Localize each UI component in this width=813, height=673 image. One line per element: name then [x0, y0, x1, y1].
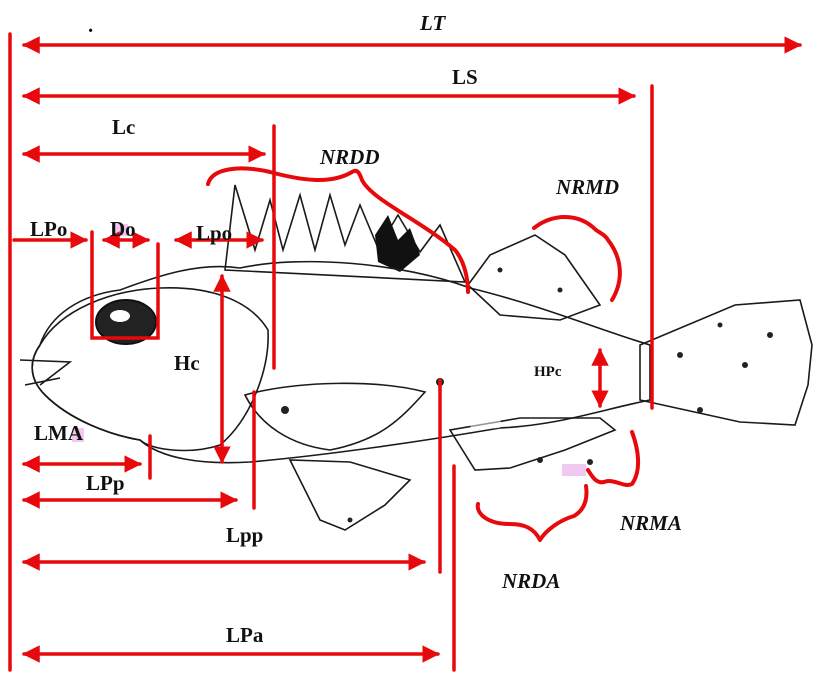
fish-mouth — [20, 360, 70, 385]
fish-eye-highlight — [110, 310, 130, 322]
label-lt: LT — [419, 11, 446, 35]
label-lc: Lc — [112, 115, 135, 139]
nrma-brace — [588, 432, 638, 485]
label-hpc: HPc — [534, 364, 562, 380]
body-spots — [281, 268, 773, 523]
label-nrdd: NRDD — [319, 145, 380, 169]
label-do: Do — [110, 217, 136, 241]
label-lma: LMA — [34, 421, 84, 445]
body-pale-band — [450, 290, 502, 430]
label-nrma: NRMA — [619, 511, 682, 535]
highlight-anal — [562, 464, 586, 476]
label-nrda: NRDA — [501, 569, 560, 593]
label-ls: LS — [452, 65, 478, 89]
dorsal-fin-blotch — [375, 215, 420, 272]
nrdd-brace — [208, 168, 468, 292]
nrda-brace — [478, 486, 587, 540]
label-lpo2: Lpo — [196, 221, 232, 245]
label-lpo: LPo — [30, 217, 67, 241]
soft-dorsal-fin — [468, 235, 600, 320]
spiny-dorsal-fin — [225, 185, 465, 282]
pectoral-fin — [245, 383, 425, 450]
scorpionfish-illustration — [20, 185, 812, 530]
label-lpp: Lpp — [226, 523, 263, 547]
label-lpa: LPa — [226, 623, 264, 647]
caudal-fin — [640, 300, 812, 425]
label-hc: Hc — [174, 351, 200, 375]
label-nrmd: NRMD — [555, 175, 619, 199]
nrmd-brace — [534, 217, 620, 300]
dot-mark: . — [88, 13, 93, 37]
label-lpp-small: LPp — [86, 471, 125, 495]
